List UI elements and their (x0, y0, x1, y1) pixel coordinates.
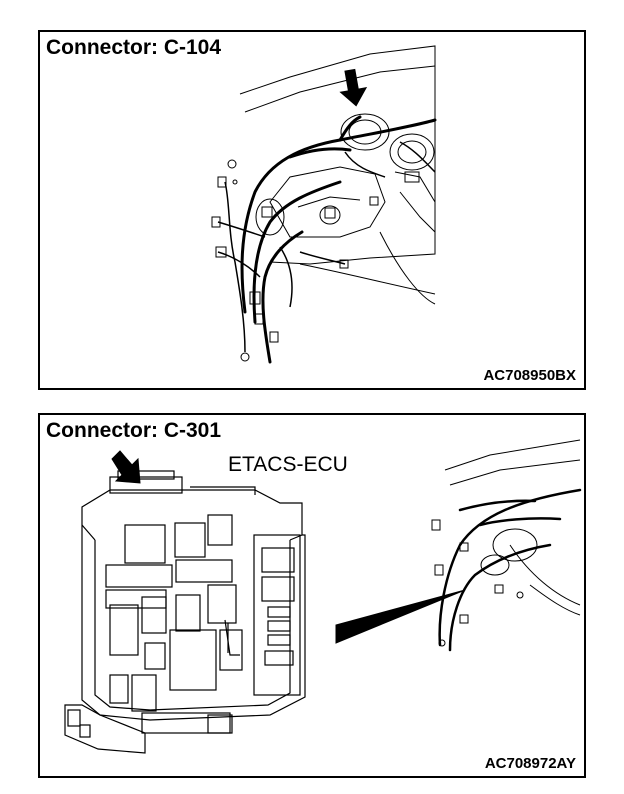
etacs-ecu-illustration (64, 439, 582, 754)
panel-title: Connector: C-104 (46, 36, 222, 59)
panel-title: Connector: C-301 (46, 419, 222, 442)
figure-code: AC708950BX (483, 367, 576, 384)
down-arrow-icon (111, 450, 141, 484)
dashboard-harness-illustration (211, 45, 437, 364)
connector-c301-panel: Connector: C-301 ETACS-ECU AC708972AY (38, 413, 586, 778)
diagonal-arrow-icon (335, 589, 466, 644)
down-arrow-icon (339, 68, 368, 107)
figure-code: AC708972AY (484, 755, 576, 772)
connector-c104-panel: Connector: C-104 AC708950BX (38, 30, 586, 390)
ecu-label: ETACS-ECU (228, 453, 348, 476)
